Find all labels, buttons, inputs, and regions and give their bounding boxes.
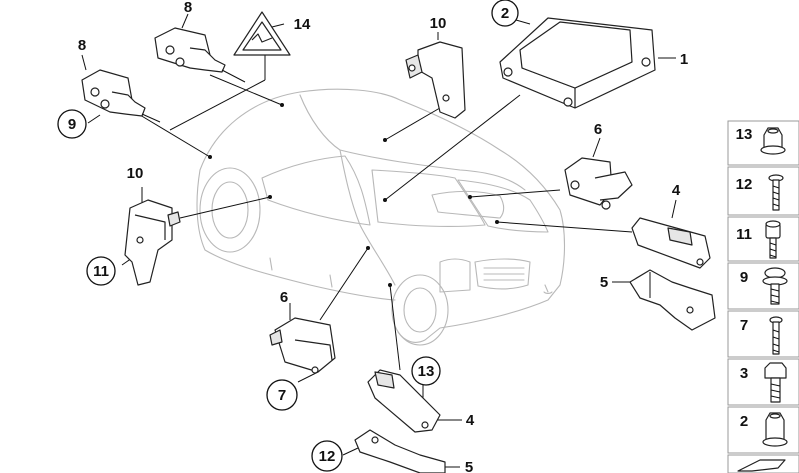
- callout-4-right: 4: [672, 182, 681, 199]
- bracket-bottom: [354, 429, 446, 473]
- side-item-label-13: 13: [736, 126, 753, 143]
- hex-bolt-icon: [764, 362, 787, 403]
- callout-6-center: 6: [280, 289, 288, 306]
- sensor-strip-center: [367, 369, 441, 433]
- nut-icon: [762, 412, 788, 447]
- callout-9: 9: [68, 116, 76, 133]
- callout-14: 14: [294, 16, 311, 33]
- callout-5-right: 5: [600, 274, 608, 291]
- callout-10-top: 10: [430, 15, 447, 32]
- callout-circle-7: [266, 379, 298, 411]
- flange-nut-icon: [760, 127, 786, 155]
- side-item-label-9: 9: [740, 269, 748, 286]
- clip-icon: [737, 459, 786, 472]
- callout-circle-11: [86, 256, 116, 286]
- callout-12: 12: [319, 448, 336, 465]
- airbag-control-unit: [499, 17, 656, 109]
- crash-sensor-top: [405, 41, 466, 119]
- callout-circle-13: [411, 356, 441, 386]
- side-item-label-3: 3: [740, 365, 748, 382]
- car-outline: [196, 88, 565, 346]
- callout-8-top: 8: [184, 0, 192, 16]
- warning-label: [233, 11, 291, 56]
- callout-4-center: 4: [466, 412, 475, 429]
- sensor-right: [564, 157, 633, 210]
- callout-10-left: 10: [127, 165, 144, 182]
- side-sensor-left: [81, 69, 161, 123]
- callout-11: 11: [93, 263, 109, 280]
- pan-screw-icon: [769, 316, 783, 355]
- sensor-center: [269, 317, 336, 374]
- callout-8-left: 8: [78, 37, 86, 54]
- callout-circle-9: [57, 109, 87, 139]
- callout-circle-12: [311, 440, 343, 472]
- callout-labels: 2 1 10 14 8 8 9 10 11 6 4 5 6 7 13 4 12 …: [57, 0, 688, 473]
- flange-screw-icon: [762, 267, 788, 305]
- side-item-label-11: 11: [736, 226, 752, 243]
- side-sensor-top: [154, 27, 246, 83]
- crash-sensor-left: [124, 199, 181, 286]
- side-item-label-2: 2: [740, 413, 748, 430]
- callout-7: 7: [278, 387, 286, 404]
- callout-2: 2: [501, 5, 509, 22]
- socket-bolt-icon: [765, 220, 781, 259]
- callout-13: 13: [418, 363, 435, 380]
- callout-5-bottom: 5: [465, 459, 473, 473]
- side-item-label-12: 12: [736, 176, 753, 193]
- screw-long-icon: [768, 174, 784, 211]
- sensor-strip-right: [631, 217, 711, 269]
- callout-1: 1: [680, 51, 688, 68]
- callout-6-right: 6: [594, 121, 602, 138]
- side-item-label-7: 7: [740, 317, 748, 334]
- callout-circle-2: [491, 0, 519, 27]
- bracket-right: [629, 269, 716, 331]
- small-parts-panel: 13 12 11 9 7 3 2: [727, 120, 799, 473]
